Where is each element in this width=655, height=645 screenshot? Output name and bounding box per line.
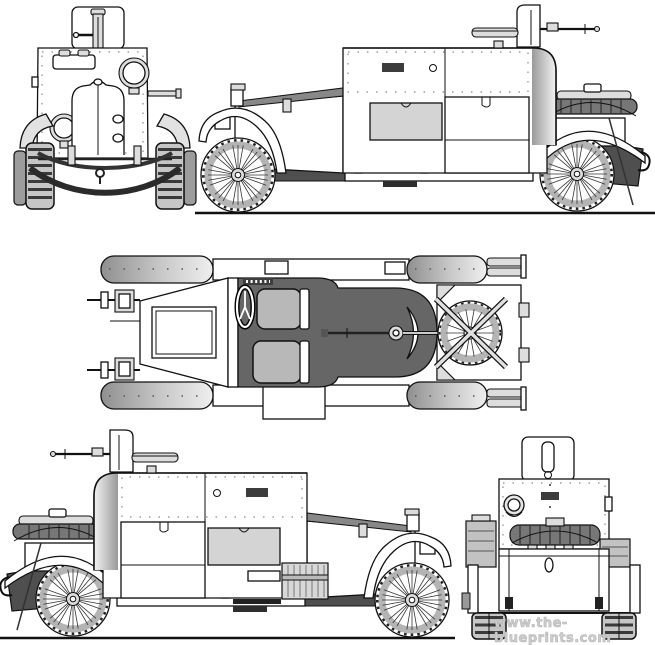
- front-axle: [28, 145, 182, 196]
- stowage-crate: [281, 562, 329, 600]
- turret-shield: [71, 6, 125, 54]
- front-fender: [198, 107, 287, 174]
- rear-lower-body: [461, 548, 641, 614]
- headlight-left: [49, 113, 79, 149]
- tow-gear: [87, 289, 140, 381]
- rear-wheels: [471, 612, 637, 640]
- side-hatch: [369, 102, 443, 141]
- side-door: [444, 96, 530, 174]
- steering-wheel: [234, 284, 256, 330]
- rear-view: [461, 436, 641, 640]
- fender-rear-left: [406, 255, 488, 284]
- headlight-right: [118, 57, 150, 95]
- starting-crank: [95, 168, 105, 178]
- tow-line: [608, 117, 634, 206]
- plan-view: [87, 254, 530, 420]
- radiator-door: [71, 78, 125, 155]
- vision-slit: [382, 63, 404, 72]
- front-wheel: [201, 138, 275, 212]
- side-view-bottom: [0, 430, 455, 638]
- machine-gun: [471, 4, 601, 49]
- side-rod: [147, 90, 179, 97]
- turret-shield-rear: [521, 436, 575, 482]
- seat-rear: [252, 340, 310, 384]
- spare-wheel-brace: [433, 296, 509, 370]
- gun-shield-post: [516, 4, 541, 48]
- seat-front: [256, 288, 310, 330]
- side-view-top: [195, 4, 655, 213]
- front-fender-right: [155, 113, 191, 149]
- front-view: [13, 6, 197, 210]
- running-board-box: [262, 383, 326, 420]
- side-view-vehicle: [195, 4, 655, 213]
- fender-rear-right: [406, 381, 488, 410]
- top-hatch: [52, 54, 96, 70]
- watermark: www.the-blueprints.com: [494, 616, 612, 645]
- armored-hull: [342, 47, 557, 174]
- rear-fender: [538, 130, 646, 165]
- gun-shield-arc: [406, 306, 419, 360]
- spare-tire-stack: [465, 514, 631, 568]
- fender-front-left: [100, 255, 214, 284]
- vision-slit-rear: [541, 492, 559, 500]
- fender-front-right: [100, 381, 214, 410]
- rear-hook: [637, 151, 651, 172]
- dashboard: [243, 278, 273, 285]
- front-fender-left: [19, 113, 55, 149]
- running-board-shelf: [247, 570, 281, 582]
- plan-machine-gun: [321, 306, 465, 360]
